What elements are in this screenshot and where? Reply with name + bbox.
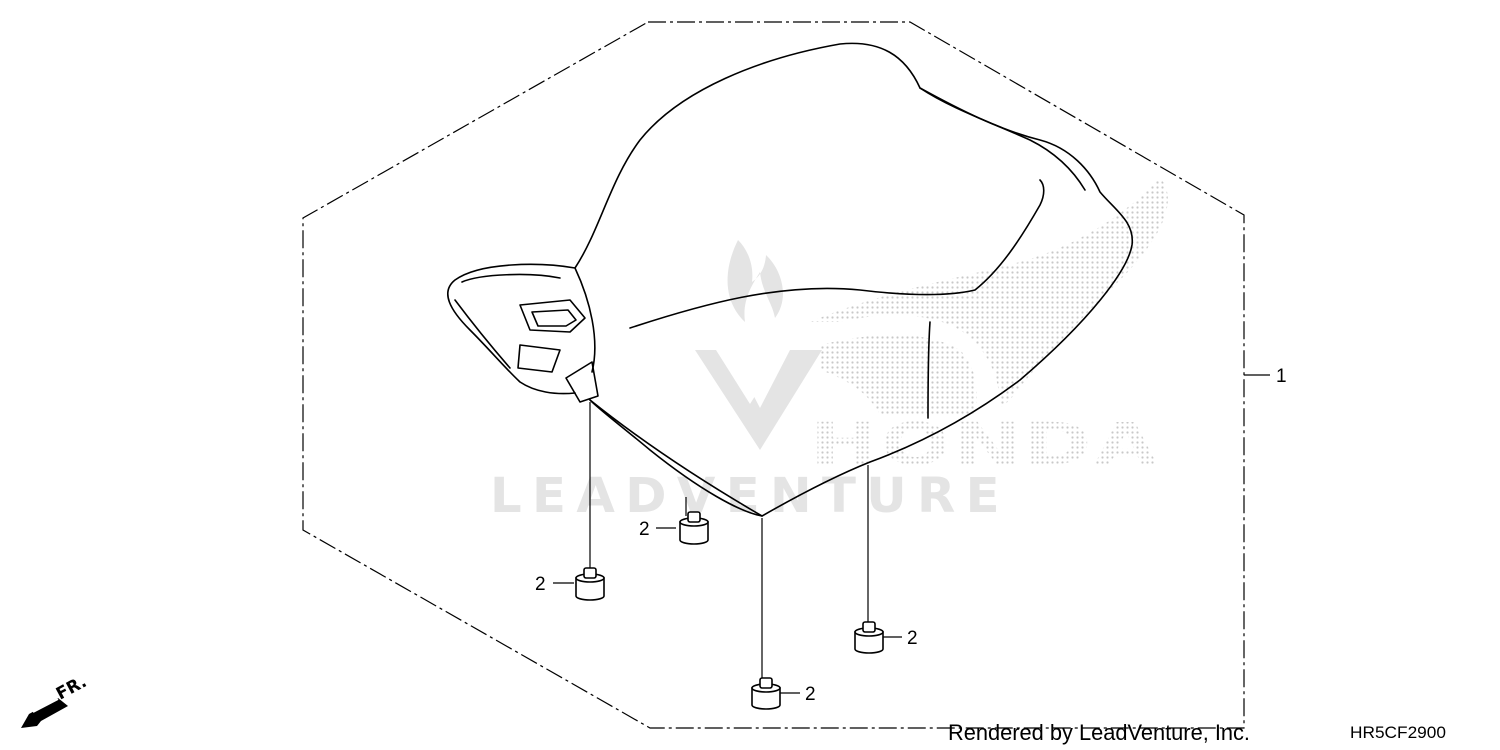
rubber-cushion <box>679 511 709 545</box>
credit-text: Rendered by LeadVenture, Inc. <box>948 720 1250 745</box>
callout-seat[interactable]: 1 <box>1276 366 1287 387</box>
watermark-text: LEADVENTURE <box>490 468 1010 524</box>
leader-lines <box>553 374 1270 694</box>
rubber-cushion <box>854 621 884 654</box>
leadventure-watermark-icon <box>695 240 822 450</box>
rubber-cushion <box>575 567 605 601</box>
callout-rubber[interactable]: 2 <box>639 519 650 540</box>
honda-wing-logo <box>810 178 1168 415</box>
callout-rubber[interactable]: 2 <box>907 628 918 649</box>
diagram-code: HR5CF2900 <box>1350 723 1446 742</box>
assembly-boundary <box>302 21 1245 729</box>
callout-rubber[interactable]: 2 <box>535 574 546 595</box>
callout-rubber[interactable]: 2 <box>805 684 816 705</box>
rubber-cushion <box>751 677 781 710</box>
seat-assembly <box>446 42 1133 517</box>
front-arrow-icon <box>21 698 68 728</box>
